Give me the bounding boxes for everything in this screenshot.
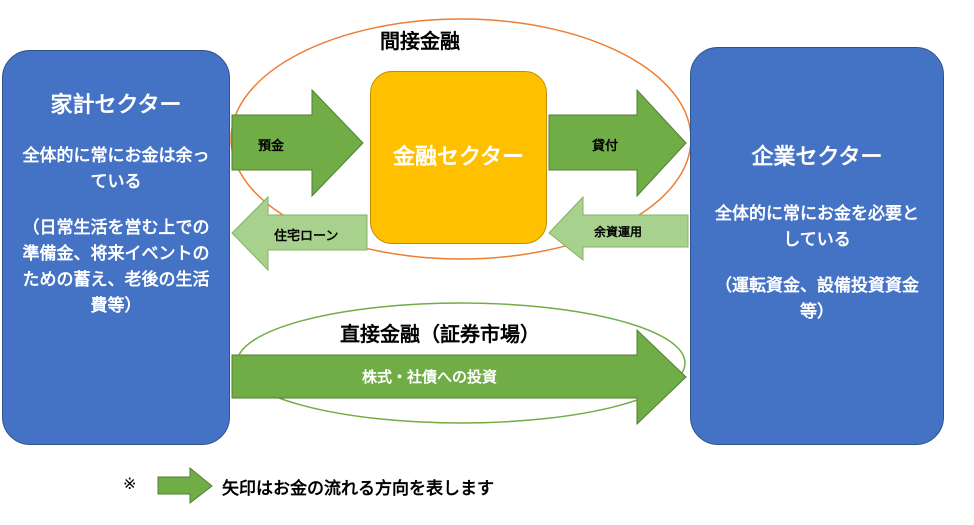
indirect-finance-label: 間接金融 <box>380 29 460 53</box>
housing-loan-arrow <box>231 195 368 272</box>
stock-bond-arrow-label: 株式・社債への投資 <box>362 368 498 386</box>
finance-sector-title: 金融セクター <box>392 144 525 170</box>
household-sector-title: 家計セクター <box>50 93 182 118</box>
direct-finance-label: 直接金融（証券市場） <box>340 322 540 346</box>
surplus-investment-arrow <box>548 195 689 262</box>
enterprise-sector-box: 企業セクター 全体的に常にお金を必要としている （運転資金、設備投資資金等） <box>690 47 944 445</box>
legend-text: 矢印はお金の流れる方向を表します <box>222 479 494 499</box>
household-sector-description: 全体的に常にお金は余っている <box>22 146 210 192</box>
housing-loan-arrow-label: 住宅ローン <box>274 229 339 244</box>
household-sector-detail: （日常生活を営む上での準備金、将来イベントのための蓄え、老後の生活費等） <box>22 218 210 316</box>
deposit-arrow <box>231 88 364 198</box>
household-sector-box: 家計セクター 全体的に常にお金は余っている （日常生活を営む上での準備金、将来イ… <box>2 50 230 445</box>
legend-arrow <box>157 466 213 505</box>
enterprise-sector-title: 企業セクター <box>751 145 883 170</box>
lending-arrow-label: 貸付 <box>592 139 619 154</box>
stock-bond-arrow <box>231 328 687 426</box>
legend-mark: ※ <box>123 474 137 493</box>
enterprise-sector-detail: （運転資金、設備投資資金等） <box>715 276 919 322</box>
lending-arrow <box>548 88 687 198</box>
enterprise-sector-description: 全体的に常にお金を必要としている <box>715 204 919 250</box>
deposit-arrow-label: 預金 <box>258 139 285 154</box>
surplus-investment-arrow-label: 余資運用 <box>594 225 643 239</box>
finance-sector-box: 金融セクター <box>370 71 547 244</box>
